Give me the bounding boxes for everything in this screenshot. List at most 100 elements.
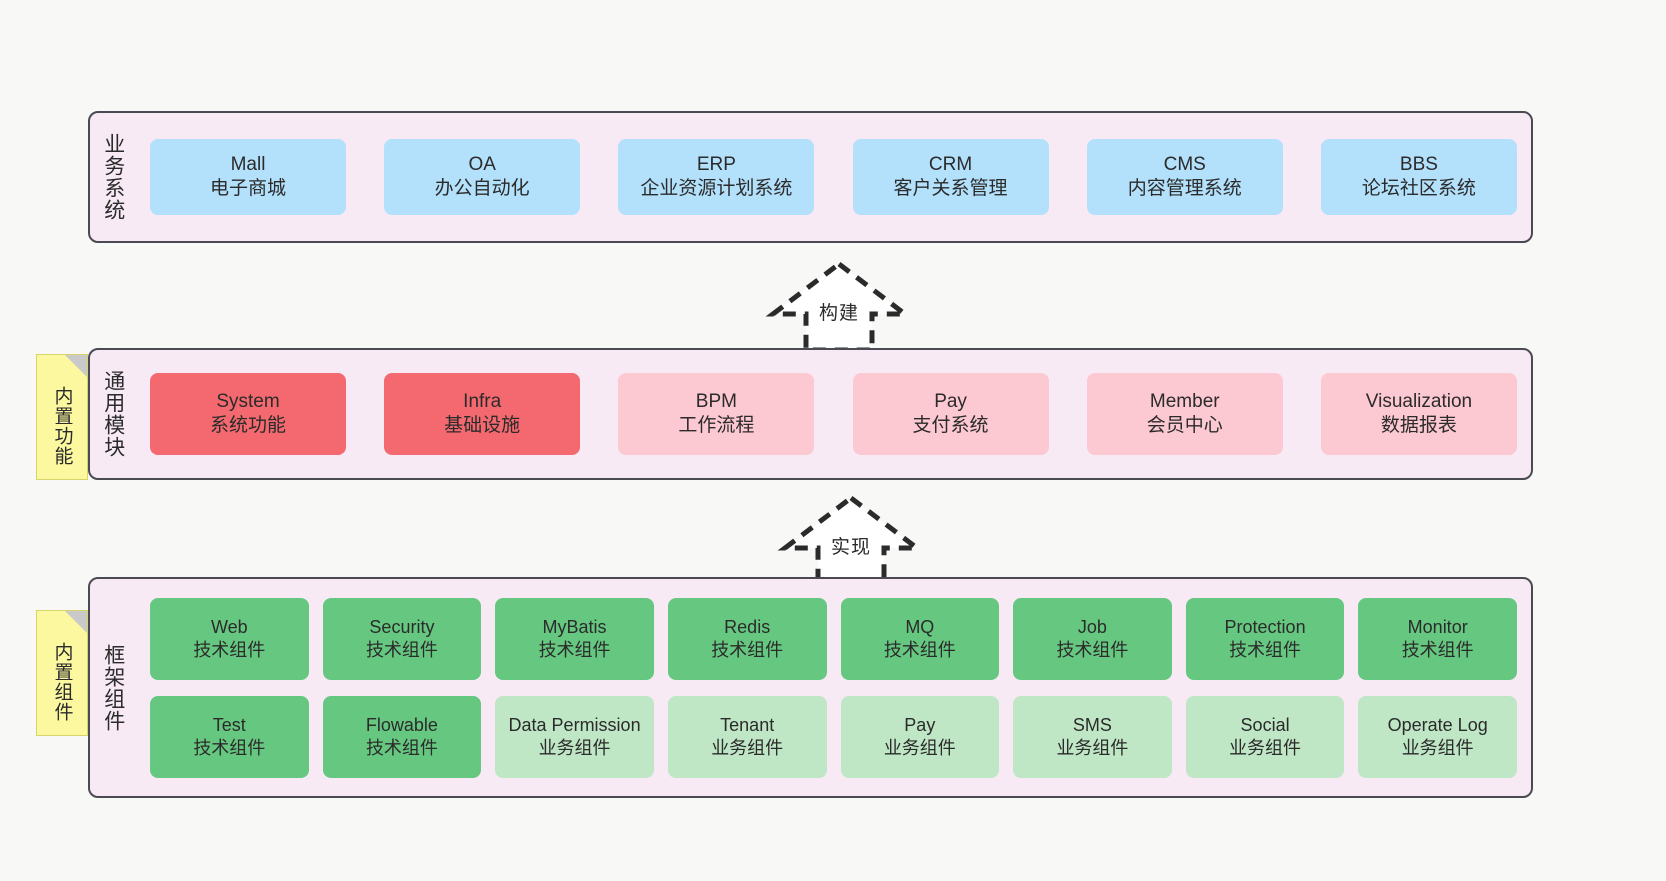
module-card-pay-name: Pay — [934, 391, 967, 413]
framework-components-layer: 框架组件 Web 技术组件 Security 技术组件 — [88, 577, 1533, 798]
framework-card-sms-name: SMS — [1072, 715, 1112, 735]
framework-card-mq-name: MQ — [905, 617, 935, 637]
framework-card-security-desc: 技术组件 — [365, 639, 438, 660]
module-card-bpm[interactable]: BPM 工作流程 — [618, 373, 815, 455]
framework-cell-operate-log: Operate Log 业务组件 — [1358, 695, 1517, 778]
framework-card-protection-name: Protection — [1224, 617, 1306, 637]
framework-card-job-desc: 技术组件 — [1056, 639, 1129, 660]
framework-card-web-name: Web — [210, 617, 248, 637]
business-card-mall-name: Mall — [230, 154, 266, 176]
common-modules-layer-title: 通用模块 — [101, 370, 125, 458]
framework-card-redis-desc: 技术组件 — [711, 639, 784, 660]
business-card-erp-desc: 企业资源计划系统 — [640, 178, 793, 199]
framework-cell-monitor: Monitor 技术组件 — [1358, 597, 1517, 680]
framework-card-tenant-name: Tenant — [720, 715, 775, 735]
builtin-components-note-label: 内置组件 — [51, 642, 73, 722]
framework-card-mybatis-name: MyBatis — [542, 617, 607, 637]
framework-card-pay[interactable]: Pay 业务组件 — [840, 695, 1000, 778]
framework-card-monitor[interactable]: Monitor 技术组件 — [1358, 597, 1517, 680]
framework-cell-web: Web 技术组件 — [150, 597, 309, 680]
framework-components-row-1: Web 技术组件 Security 技术组件 MyBatis 技术组件 — [150, 597, 1517, 680]
framework-card-web-desc: 技术组件 — [193, 639, 266, 660]
module-card-pay[interactable]: Pay 支付系统 — [852, 373, 1049, 455]
framework-card-job[interactable]: Job 技术组件 — [1013, 597, 1172, 680]
framework-card-web[interactable]: Web 技术组件 — [150, 597, 309, 680]
business-card-crm-desc: 客户关系管理 — [893, 178, 1008, 199]
module-card-bpm-desc: 工作流程 — [678, 415, 755, 436]
business-card-erp-name: ERP — [696, 154, 736, 176]
business-systems-card-row: Mall 电子商城 OA 办公自动化 ERP 企业资源计划系统 CRM 客户关系… — [136, 113, 1531, 241]
business-card-bbs[interactable]: BBS 论坛社区系统 — [1320, 139, 1517, 215]
module-card-visualization-name: Visualization — [1365, 391, 1473, 413]
business-systems-layer: 业务系统 Mall 电子商城 OA 办公自动化 ERP 企业资源计划系统 CRM… — [88, 111, 1533, 243]
framework-card-social[interactable]: Social 业务组件 — [1185, 695, 1345, 778]
business-card-bbs-name: BBS — [1399, 154, 1438, 176]
framework-card-sms[interactable]: SMS 业务组件 — [1013, 695, 1172, 778]
module-card-infra-name: Infra — [463, 391, 502, 413]
framework-components-row-2: Test 技术组件 Flowable 技术组件 Data Permission … — [150, 695, 1517, 778]
framework-card-mybatis[interactable]: MyBatis 技术组件 — [495, 597, 654, 680]
module-card-system[interactable]: System 系统功能 — [150, 373, 346, 455]
framework-components-grid: Web 技术组件 Security 技术组件 MyBatis 技术组件 — [136, 579, 1531, 796]
framework-card-operate-log[interactable]: Operate Log 业务组件 — [1358, 695, 1517, 778]
framework-cell-pay: Pay 业务组件 — [840, 695, 1000, 778]
module-card-bpm-name: BPM — [695, 391, 737, 413]
framework-card-flowable[interactable]: Flowable 技术组件 — [322, 695, 482, 778]
framework-cell-mq: MQ 技术组件 — [840, 597, 1000, 680]
implement-arrow: 实现 — [776, 492, 926, 587]
business-card-oa[interactable]: OA 办公自动化 — [384, 139, 581, 215]
framework-cell-redis: Redis 技术组件 — [667, 597, 827, 680]
framework-card-redis[interactable]: Redis 技术组件 — [667, 597, 827, 680]
common-modules-card-row: System 系统功能 Infra 基础设施 BPM 工作流程 Pay 支付系统… — [136, 350, 1531, 478]
framework-card-data-permission[interactable]: Data Permission 业务组件 — [495, 695, 654, 778]
framework-card-pay-desc: 业务组件 — [883, 737, 956, 758]
module-card-infra[interactable]: Infra 基础设施 — [384, 373, 581, 455]
framework-card-test-desc: 技术组件 — [193, 737, 266, 758]
framework-cell-mybatis: MyBatis 技术组件 — [495, 597, 654, 680]
framework-card-job-name: Job — [1077, 617, 1107, 637]
common-modules-layer: 通用模块 System 系统功能 Infra 基础设施 BPM 工作流程 Pay… — [88, 348, 1533, 480]
framework-card-monitor-name: Monitor — [1407, 617, 1468, 637]
framework-card-flowable-desc: 技术组件 — [365, 737, 438, 758]
framework-card-security[interactable]: Security 技术组件 — [322, 597, 482, 680]
module-card-system-name: System — [216, 391, 280, 413]
framework-card-social-name: Social — [1240, 715, 1290, 735]
module-card-member-desc: 会员中心 — [1146, 415, 1223, 436]
framework-cell-social: Social 业务组件 — [1185, 695, 1345, 778]
module-card-visualization[interactable]: Visualization 数据报表 — [1320, 373, 1517, 455]
business-card-erp[interactable]: ERP 企业资源计划系统 — [618, 139, 815, 215]
framework-card-tenant[interactable]: Tenant 业务组件 — [667, 695, 827, 778]
framework-card-test[interactable]: Test 技术组件 — [150, 695, 309, 778]
business-card-crm[interactable]: CRM 客户关系管理 — [852, 139, 1049, 215]
business-card-crm-name: CRM — [928, 154, 973, 176]
framework-card-social-desc: 业务组件 — [1229, 737, 1302, 758]
framework-cell-test: Test 技术组件 — [150, 695, 309, 778]
business-card-cms-name: CMS — [1163, 154, 1206, 176]
framework-card-flowable-name: Flowable — [365, 715, 438, 735]
framework-card-mq-desc: 技术组件 — [883, 639, 956, 660]
framework-cell-security: Security 技术组件 — [322, 597, 482, 680]
business-card-oa-name: OA — [468, 154, 496, 176]
framework-card-tenant-desc: 业务组件 — [711, 737, 784, 758]
framework-cell-flowable: Flowable 技术组件 — [322, 695, 482, 778]
framework-card-mybatis-desc: 技术组件 — [538, 639, 611, 660]
build-arrow: 构建 — [764, 258, 914, 353]
builtin-features-note-label: 内置功能 — [51, 386, 73, 466]
framework-card-security-name: Security — [369, 617, 435, 637]
framework-card-operate-log-desc: 业务组件 — [1401, 737, 1474, 758]
module-card-member[interactable]: Member 会员中心 — [1086, 373, 1283, 455]
module-card-system-desc: 系统功能 — [209, 415, 286, 436]
framework-card-protection[interactable]: Protection 技术组件 — [1185, 597, 1345, 680]
business-card-cms[interactable]: CMS 内容管理系统 — [1086, 139, 1283, 215]
framework-cell-protection: Protection 技术组件 — [1185, 597, 1345, 680]
framework-card-mq[interactable]: MQ 技术组件 — [840, 597, 1000, 680]
framework-components-layer-title: 框架组件 — [101, 643, 125, 732]
framework-card-pay-name: Pay — [904, 715, 936, 735]
framework-card-protection-desc: 技术组件 — [1229, 639, 1302, 660]
business-systems-layer-title: 业务系统 — [101, 133, 125, 221]
build-arrow-label: 构建 — [818, 303, 859, 324]
business-card-mall-desc: 电子商城 — [209, 178, 286, 199]
business-card-mall[interactable]: Mall 电子商城 — [150, 139, 346, 215]
framework-card-redis-name: Redis — [724, 617, 771, 637]
